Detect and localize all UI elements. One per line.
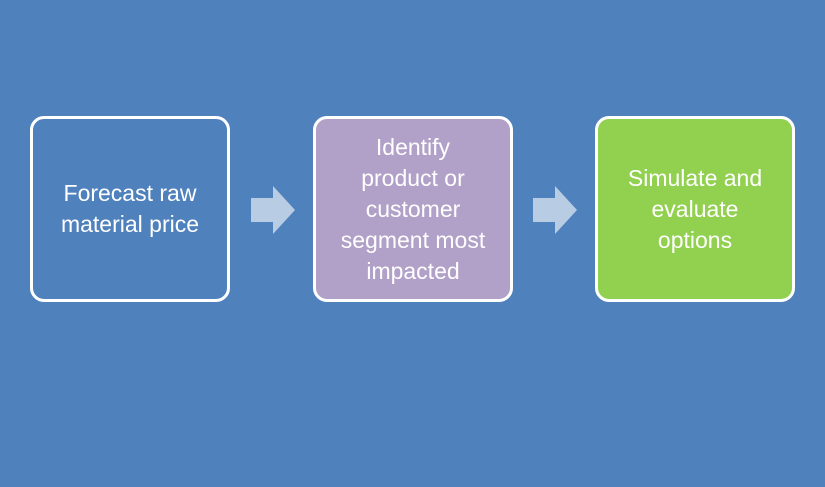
right-arrow-icon (533, 186, 577, 234)
step-identify-segment: Identify product or customer segment mos… (313, 116, 513, 302)
step-label: Identify product or customer segment mos… (340, 133, 486, 284)
step-label: Simulate and evaluate options (627, 164, 763, 253)
step-forecast-raw-material-price: Forecast raw material price (30, 116, 230, 302)
step-label: Forecast raw material price (60, 180, 200, 237)
right-arrow-shape (533, 186, 577, 234)
step-simulate-evaluate-options: Simulate and evaluate options (595, 116, 795, 302)
right-arrow-shape (251, 186, 295, 234)
right-arrow-icon (251, 186, 295, 234)
